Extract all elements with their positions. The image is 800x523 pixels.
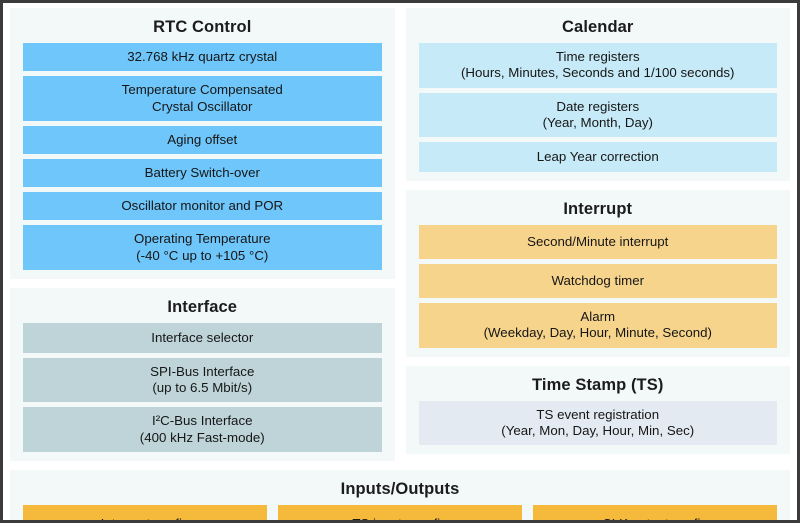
block-ts-inputs-config[interactable]: TS inputs config — [278, 505, 522, 520]
block-line1: Temperature Compensated — [121, 82, 283, 98]
block-ts-event-registration[interactable]: TS event registration (Year, Mon, Day, H… — [418, 400, 777, 446]
panel-interface: Interface Interface selector SPI-Bus Int… — [10, 287, 395, 461]
block-interface-selector[interactable]: Interface selector — [23, 323, 382, 354]
block-line1: Date registers — [556, 98, 640, 114]
block-line2: (Weekday, Day, Hour, Minute, Second) — [483, 325, 712, 341]
block-alarm[interactable]: Alarm (Weekday, Day, Hour, Minute, Secon… — [418, 303, 777, 348]
block-line1: Oscillator monitor and POR — [121, 198, 284, 214]
panel-time-stamp: Time Stamp (TS) TS event registration (Y… — [405, 365, 790, 455]
block-i2c-bus-interface[interactable]: I²C-Bus Interface (400 kHz Fast-mode) — [23, 407, 382, 452]
block-line2: Crystal Oscillator — [152, 98, 253, 114]
block-date-registers[interactable]: Date registers (Year, Month, Day) — [418, 92, 777, 138]
block-line1: Interrupt config — [101, 516, 190, 520]
block-time-registers[interactable]: Time registers (Hours, Minutes, Seconds … — [418, 43, 777, 88]
block-quartz-crystal[interactable]: 32.768 kHz quartz crystal — [23, 43, 382, 72]
block-line1: SPI-Bus Interface — [150, 364, 255, 380]
block-watchdog-timer[interactable]: Watchdog timer — [418, 264, 777, 299]
panel-interrupt: Interrupt Second/Minute interrupt Watchd… — [405, 190, 790, 357]
block-line1: Leap Year correction — [536, 148, 659, 164]
block-line2: (Year, Month, Day) — [542, 114, 653, 130]
block-line1: Time registers — [555, 49, 640, 65]
block-line1: Aging offset — [167, 131, 238, 147]
time-stamp-blocks: TS event registration (Year, Mon, Day, H… — [418, 400, 777, 446]
block-line2: (-40 °C up to +105 °C) — [136, 247, 269, 263]
panel-title-interface: Interface — [167, 297, 238, 316]
block-line1: TS inputs config — [352, 516, 447, 520]
inputs-outputs-blocks: Interrupt config TS inputs config CLK ou… — [23, 505, 777, 520]
panel-title-calendar: Calendar — [562, 18, 634, 36]
bottom-section: Inputs/Outputs Interrupt config TS input… — [3, 461, 797, 520]
block-operating-temperature[interactable]: Operating Temperature (-40 °C up to +105… — [23, 225, 382, 270]
block-clk-output-config[interactable]: CLK output config — [533, 505, 777, 520]
block-line2: (Year, Mon, Day, Hour, Min, Sec) — [501, 422, 695, 438]
panel-title-rtc-control: RTC Control — [153, 18, 252, 36]
block-aging-offset[interactable]: Aging offset — [23, 125, 382, 155]
block-line2: (Hours, Minutes, Seconds and 1/100 secon… — [461, 65, 735, 81]
block-second-minute-interrupt[interactable]: Second/Minute interrupt — [418, 225, 777, 260]
interrupt-blocks: Second/Minute interrupt Watchdog timer A… — [418, 225, 777, 348]
block-oscillator-monitor-por[interactable]: Oscillator monitor and POR — [23, 192, 382, 221]
block-line1: TS event registration — [536, 406, 660, 422]
calendar-blocks: Time registers (Hours, Minutes, Seconds … — [418, 43, 777, 173]
block-tcxo[interactable]: Temperature Compensated Crystal Oscillat… — [23, 76, 382, 121]
block-line1: Watchdog timer — [551, 273, 645, 289]
interface-blocks: Interface selector SPI-Bus Interface (up… — [23, 323, 382, 452]
block-line1: Alarm — [580, 309, 616, 325]
block-line1: Operating Temperature — [134, 231, 271, 247]
panel-inputs-outputs: Inputs/Outputs Interrupt config TS input… — [10, 469, 790, 520]
block-line2: (up to 6.5 Mbit/s) — [152, 380, 253, 396]
panel-title-inputs-outputs: Inputs/Outputs — [340, 479, 460, 498]
panel-calendar: Calendar Time registers (Hours, Minutes,… — [405, 8, 790, 182]
panel-title-time-stamp: Time Stamp (TS) — [532, 375, 664, 394]
block-line1: Interface selector — [151, 329, 254, 345]
block-line1: 32.768 kHz quartz crystal — [127, 49, 278, 65]
panel-title-interrupt: Interrupt — [563, 200, 633, 219]
block-line1: Second/Minute interrupt — [527, 234, 669, 250]
diagram-columns: RTC Control 32.768 kHz quartz crystal Te… — [3, 3, 797, 461]
block-line1: Battery Switch-over — [144, 165, 260, 181]
left-column: RTC Control 32.768 kHz quartz crystal Te… — [10, 8, 395, 461]
block-battery-switch-over[interactable]: Battery Switch-over — [23, 159, 382, 188]
block-leap-year-correction[interactable]: Leap Year correction — [418, 142, 777, 173]
block-line2: (400 kHz Fast-mode) — [139, 429, 265, 445]
rtc-control-blocks: 32.768 kHz quartz crystal Temperature Co… — [23, 43, 382, 270]
right-column: Calendar Time registers (Hours, Minutes,… — [405, 8, 790, 461]
block-line1: I²C-Bus Interface — [152, 413, 253, 429]
block-spi-bus-interface[interactable]: SPI-Bus Interface (up to 6.5 Mbit/s) — [23, 358, 382, 403]
panel-rtc-control: RTC Control 32.768 kHz quartz crystal Te… — [10, 8, 395, 279]
block-interrupt-config[interactable]: Interrupt config — [23, 505, 267, 520]
block-line1: CLK output config — [602, 516, 708, 520]
